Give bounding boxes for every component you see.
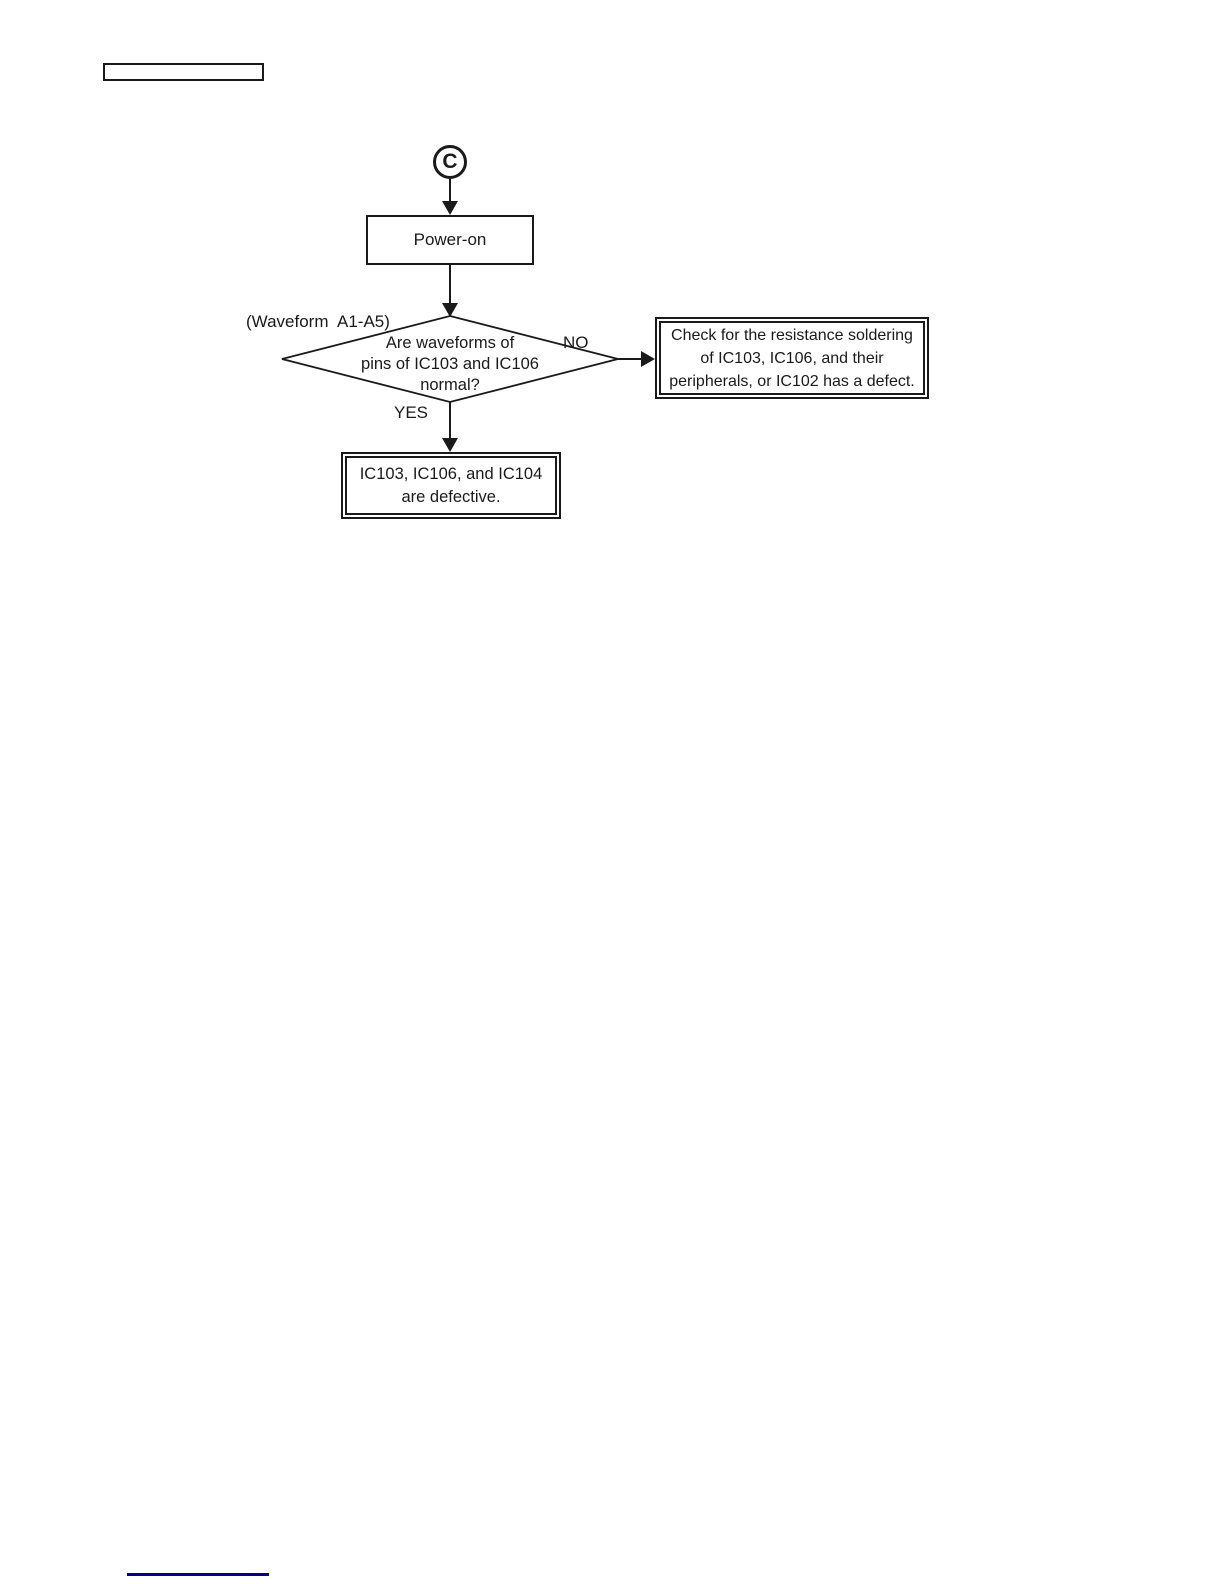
- arrowhead-into-decision: [442, 303, 458, 317]
- result-box-yes-inner: IC103, IC106, and IC104 are defective.: [345, 456, 557, 515]
- flowchart-connectors: [281, 179, 655, 452]
- waveform-note-label: (Waveform A1-A5): [246, 312, 390, 331]
- result-box-yes-line: IC103, IC106, and IC104: [359, 464, 543, 483]
- connector-c-label: C: [442, 150, 458, 173]
- arrowhead-into-power-on: [442, 201, 458, 215]
- result-box-no-line: Check for the resistance soldering: [671, 326, 913, 344]
- result-box-no: Check for the resistance soldering of IC…: [655, 317, 929, 399]
- result-box-yes-line: are defective.: [401, 487, 501, 506]
- result-box-no-line: peripherals, or IC102 has a defect.: [669, 372, 915, 390]
- yes-branch-label: YES: [394, 403, 429, 422]
- no-branch-label: NO: [563, 333, 589, 352]
- connector-c: C: [433, 145, 467, 179]
- process-power-on: Power-on: [366, 215, 534, 265]
- result-box-no-line: of IC103, IC106, and their: [700, 349, 884, 367]
- result-box-no-inner: Check for the resistance soldering of IC…: [659, 321, 925, 395]
- arrowhead-into-yes-box: [442, 438, 458, 452]
- footer-rule: [127, 1573, 269, 1576]
- decision-question-line: pins of IC103 and IC106: [361, 355, 539, 373]
- decision-question: Are waveforms of pins of IC103 and IC106…: [330, 333, 570, 396]
- decision-question-line: Are waveforms of: [385, 334, 515, 352]
- arrowhead-into-no-box: [641, 351, 655, 367]
- result-box-yes: IC103, IC106, and IC104 are defective.: [341, 452, 561, 519]
- decision-question-line: normal?: [420, 376, 480, 394]
- process-power-on-label: Power-on: [413, 230, 487, 249]
- page-number-box: [103, 63, 264, 81]
